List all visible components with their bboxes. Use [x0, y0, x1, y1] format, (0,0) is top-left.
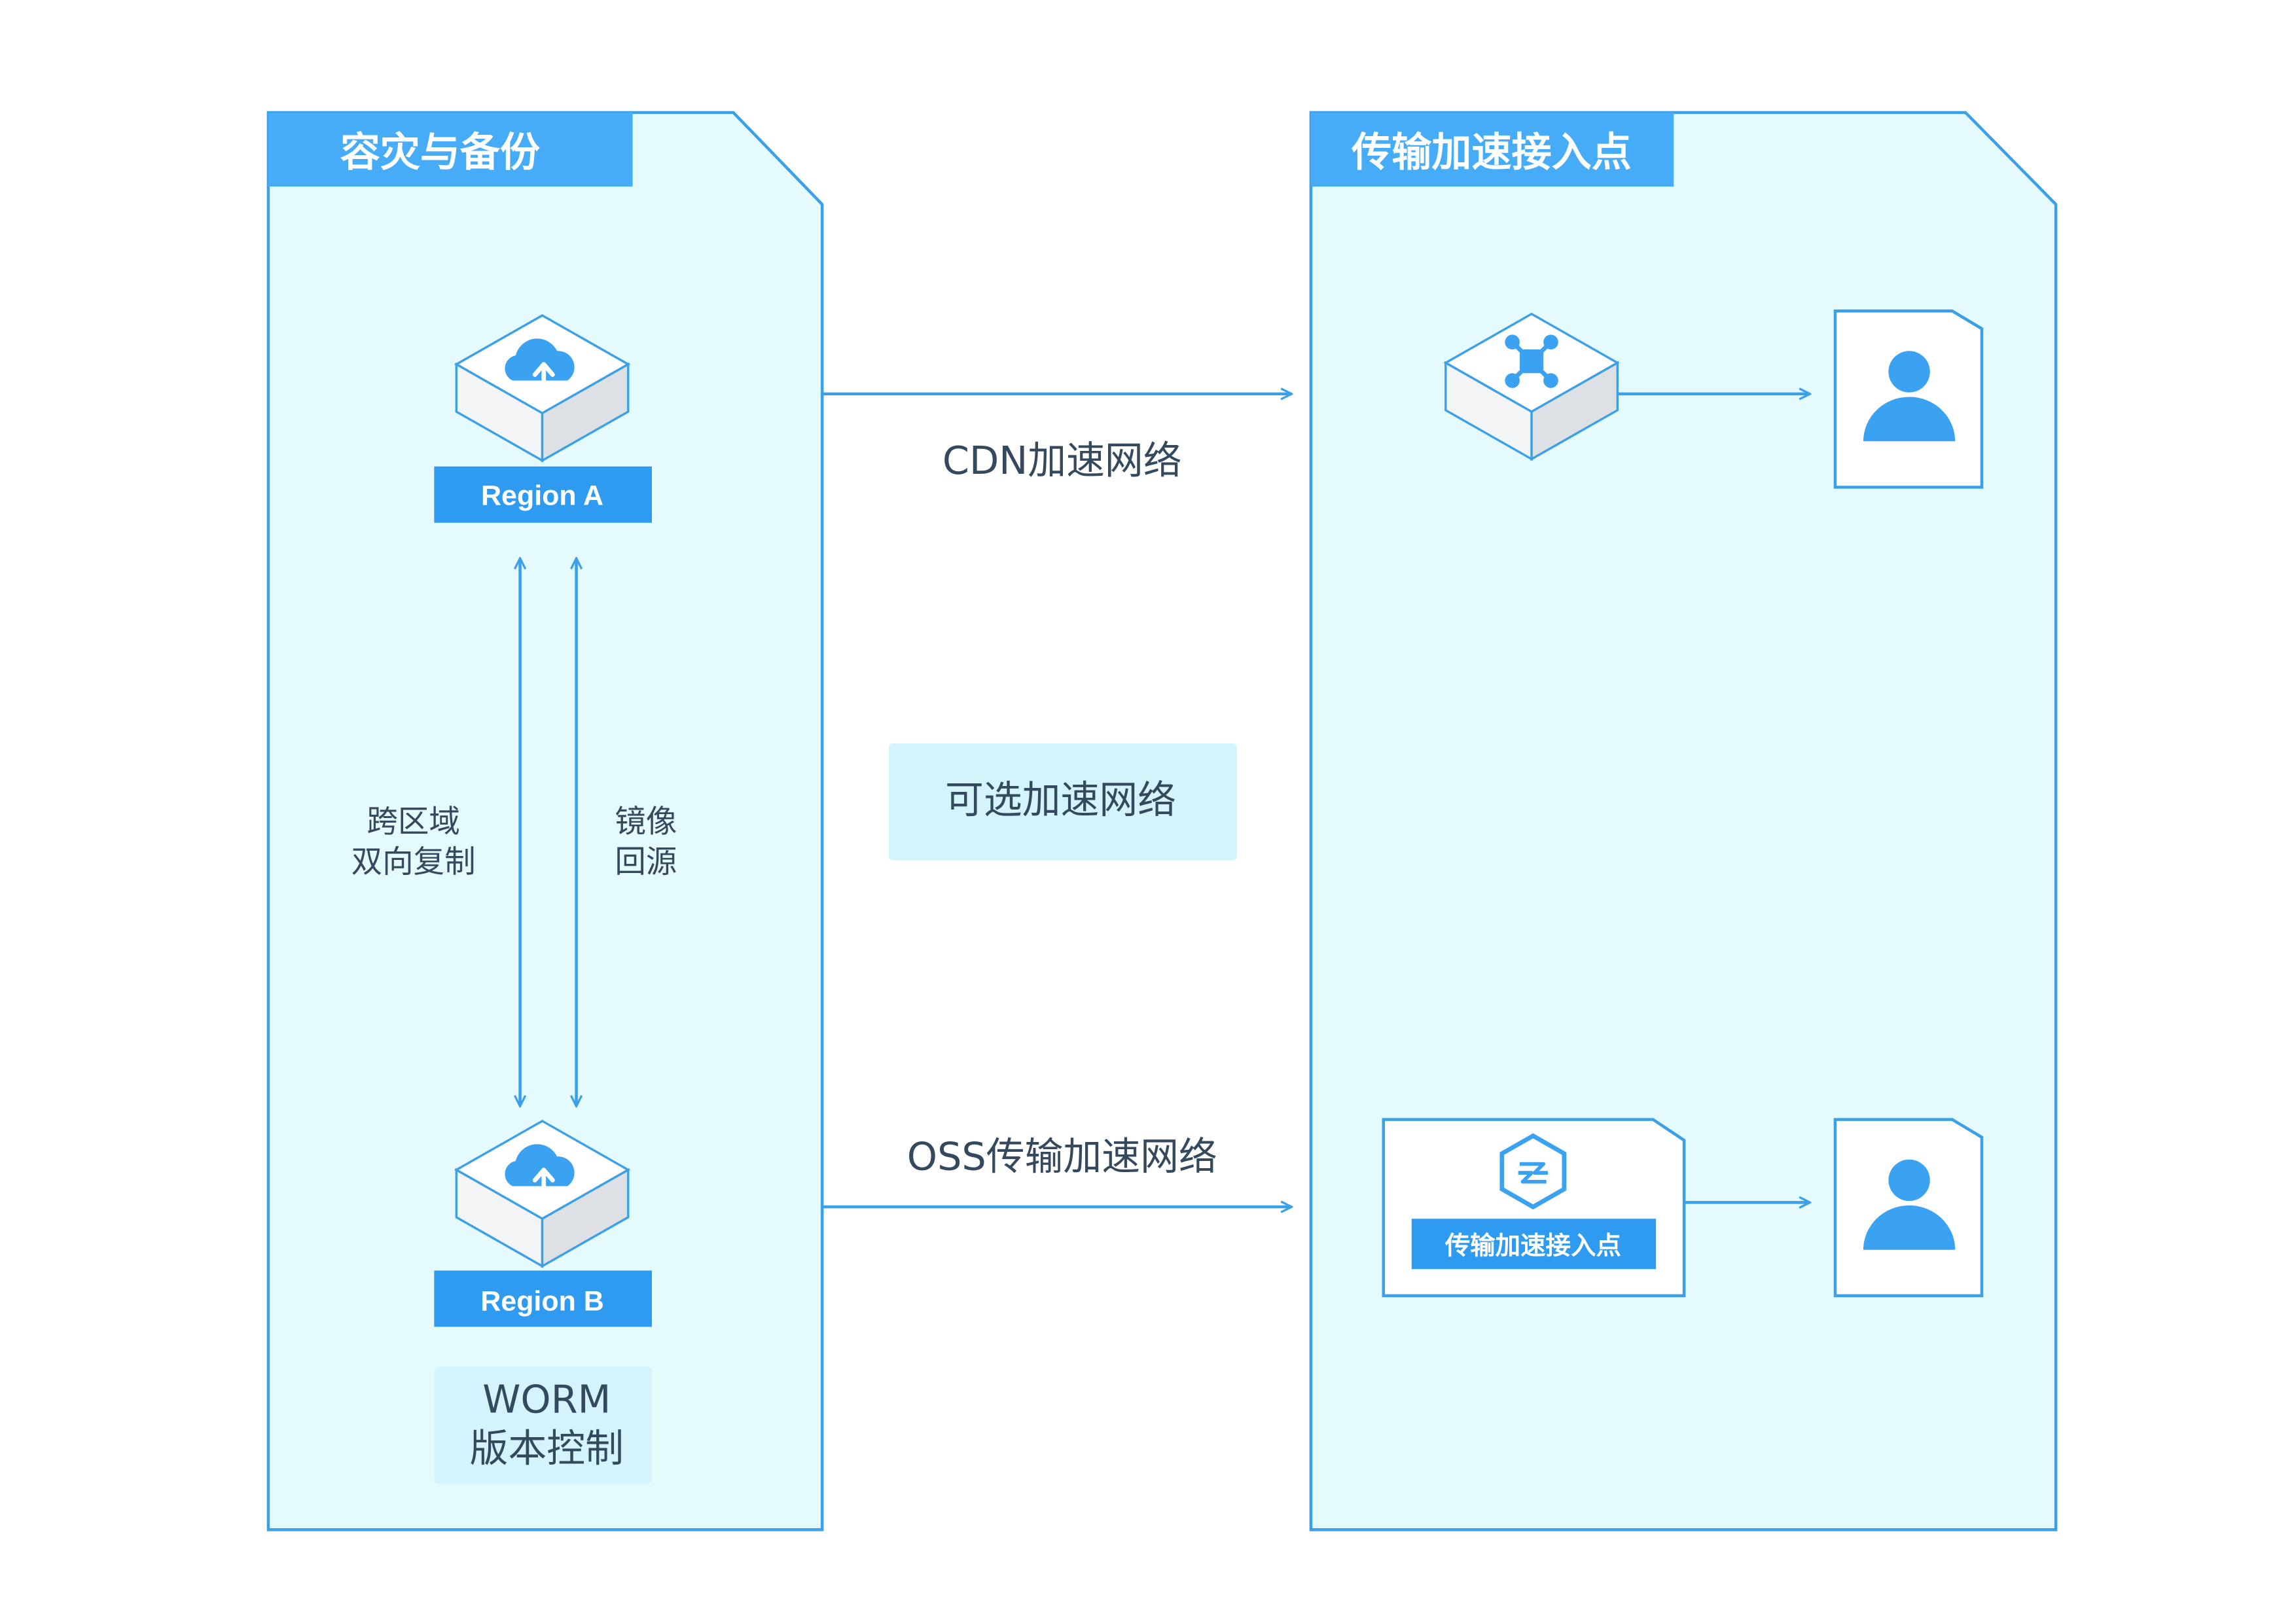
access-point-panel: 传输加速接入点 传输加速接入点 [1309, 111, 2058, 1531]
worm-label: WORM [482, 1377, 611, 1422]
panel-tab [268, 112, 633, 187]
region-b-label-bar [434, 1270, 652, 1327]
panel-tab [1310, 112, 1674, 187]
cross-region-label-line1: 跨区域 [367, 804, 460, 840]
mirror-label-line2: 回源 [615, 844, 677, 880]
optional-network-label: 可选加速网络 [945, 777, 1176, 822]
cdn-network-label: CDN加速网络 [942, 438, 1182, 483]
region-a-label-bar [434, 466, 652, 523]
user-icon [1835, 1120, 1982, 1296]
mirror-label-line1: 镜像 [615, 804, 677, 840]
access-point-label: 传输加速接入点 [1444, 1232, 1621, 1261]
access-point-label-bar [1411, 1219, 1657, 1270]
user-icon [1835, 311, 1982, 487]
disaster-recovery-panel: 容灾与备份 Region A 跨区域 双向复制 镜像 回源 Region B W… [266, 111, 824, 1531]
cross-region-label-line2: 双向复制 [351, 844, 476, 880]
network-connections: CDN加速网络 可选加速网络 OSS传输加速网络 [822, 394, 1291, 1207]
oss-network-label: OSS传输加速网络 [907, 1134, 1217, 1179]
region-a-label: Region A [481, 480, 603, 512]
optional-network-box [889, 743, 1237, 861]
panel-title: 容灾与备份 [340, 129, 540, 175]
panel-frame [266, 111, 824, 1531]
panel-title: 传输加速接入点 [1351, 129, 1632, 175]
region-b-label: Region B [480, 1286, 604, 1317]
worm-versioning-box [434, 1366, 652, 1484]
transfer-acceleration-icon [1499, 1133, 1567, 1210]
versioning-label: 版本控制 [470, 1425, 624, 1471]
